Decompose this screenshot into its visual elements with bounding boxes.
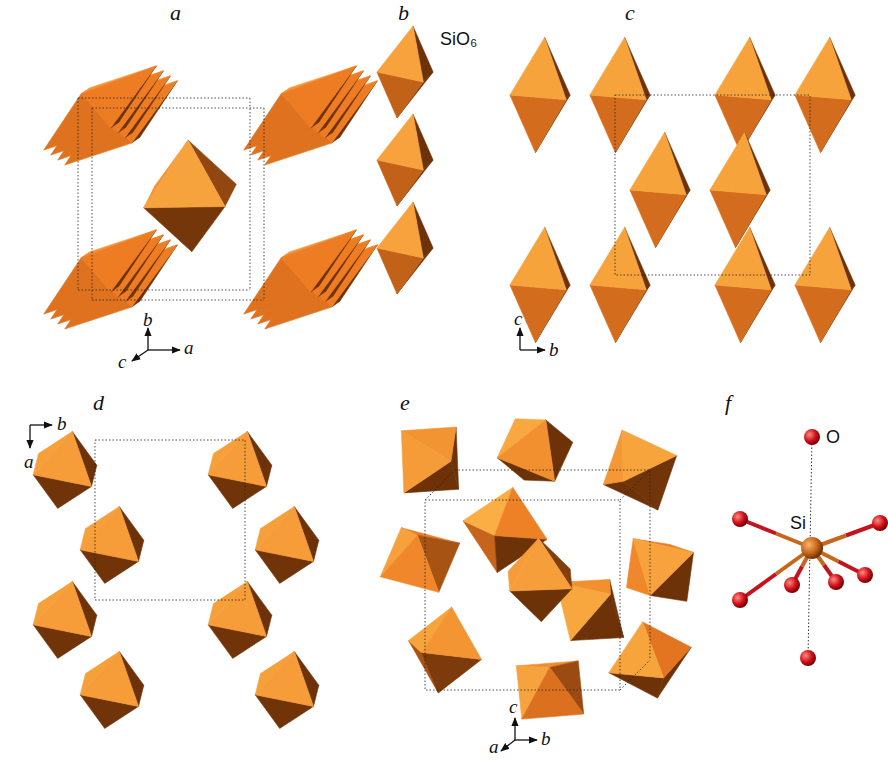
axis-arrow xyxy=(515,739,537,740)
atom-label: O xyxy=(826,428,840,446)
sio6-octahedron xyxy=(795,37,855,152)
sio6-octahedron xyxy=(710,132,770,247)
axis-arrow xyxy=(132,350,148,361)
sio6-octahedron xyxy=(627,539,694,602)
panel-e-structure xyxy=(380,419,693,719)
sio6-octahedron xyxy=(144,140,237,252)
axis-arrow xyxy=(30,424,52,425)
unit-cell-edge xyxy=(620,470,650,500)
sio6-octahedron xyxy=(510,37,570,152)
unit-cell-edge xyxy=(78,290,250,291)
panel-letter: a xyxy=(170,2,181,24)
unit-cell-edge xyxy=(250,98,251,290)
sio6-octahedron xyxy=(630,132,690,247)
oxygen-atom xyxy=(804,429,820,445)
sio6-octahedron xyxy=(255,507,319,584)
axis-label: b xyxy=(143,310,153,329)
axis-label: c xyxy=(514,309,522,328)
oxygen-atom xyxy=(872,515,888,531)
sio6-octahedron xyxy=(44,230,157,314)
axis-label: b xyxy=(549,340,559,359)
panel-letter: b xyxy=(398,2,409,24)
panel-c-structure xyxy=(510,37,855,342)
sio6-octahedron xyxy=(80,652,144,729)
unit-cell-edge xyxy=(92,108,264,109)
sio6-octahedron xyxy=(244,230,357,314)
axis-arrow xyxy=(29,425,30,448)
sio6-octahedron xyxy=(33,432,97,509)
unit-cell-edge xyxy=(95,440,245,600)
panel-a-structure xyxy=(44,66,378,329)
sio6-octahedron xyxy=(715,227,775,342)
unit-cell-edge xyxy=(455,470,650,660)
oxygen-atom xyxy=(828,574,844,590)
panel-letter: e xyxy=(400,392,410,414)
panel-b-chain xyxy=(377,26,433,294)
axis-label: c xyxy=(118,352,126,371)
oxygen-atom xyxy=(732,511,748,527)
sio6-octahedron xyxy=(255,652,319,729)
unit-cell-edge xyxy=(425,470,455,500)
axis-arrow xyxy=(147,328,148,350)
sio6-octahedron xyxy=(377,114,433,206)
panel-letter: f xyxy=(725,392,731,414)
axis-arrow xyxy=(514,718,515,740)
axis-arrow xyxy=(520,349,545,350)
sio6-octahedron xyxy=(510,227,570,342)
panel-f-coordination xyxy=(732,429,888,666)
sio6-octahedron xyxy=(377,202,433,294)
sio6-octahedron xyxy=(380,528,459,593)
oxygen-atom xyxy=(857,567,873,583)
sio6-octahedron xyxy=(401,427,458,493)
axis-arrow xyxy=(148,349,180,350)
silicon-atom xyxy=(801,537,823,559)
axis-label: b xyxy=(541,729,551,748)
unit-cell-edge xyxy=(264,108,265,300)
sio6-octahedron xyxy=(508,538,572,621)
sio6-octahedron xyxy=(497,419,573,481)
unit-cell-edge xyxy=(615,95,810,275)
unit-cell-edge xyxy=(620,660,650,690)
formula-label: SiO₆ xyxy=(440,30,477,48)
axis-arrow xyxy=(519,328,520,350)
panel-letter: c xyxy=(625,2,635,24)
atom-label: Si xyxy=(790,514,806,532)
axis-label: a xyxy=(24,452,34,471)
panel-d-structure xyxy=(33,432,319,729)
oxygen-atom xyxy=(784,577,800,593)
sio6-octahedron xyxy=(590,227,650,342)
sio6-octahedron xyxy=(377,26,433,118)
axis-label: a xyxy=(489,737,499,756)
sio6-octahedron xyxy=(80,507,144,584)
sio6-octahedron xyxy=(33,582,97,659)
axis-label: b xyxy=(57,414,67,433)
axis-arrow xyxy=(501,740,515,751)
oxygen-atom xyxy=(732,592,748,608)
axis-label: c xyxy=(509,697,517,716)
unit-cell-edge xyxy=(425,500,620,690)
unit-cell-edge xyxy=(78,98,79,290)
oxygen-atom xyxy=(800,650,816,666)
unit-cell-edge xyxy=(78,98,250,99)
sio6-octahedron xyxy=(795,227,855,342)
sio6-octahedron xyxy=(208,582,272,659)
axis-label: a xyxy=(184,338,194,357)
unit-cell-edge xyxy=(92,300,264,301)
sio6-octahedron xyxy=(409,607,482,693)
unit-cell-edge xyxy=(92,108,93,300)
sio6-octahedron xyxy=(603,430,676,510)
sio6-octahedron xyxy=(208,432,272,509)
panel-letter: d xyxy=(93,392,104,414)
